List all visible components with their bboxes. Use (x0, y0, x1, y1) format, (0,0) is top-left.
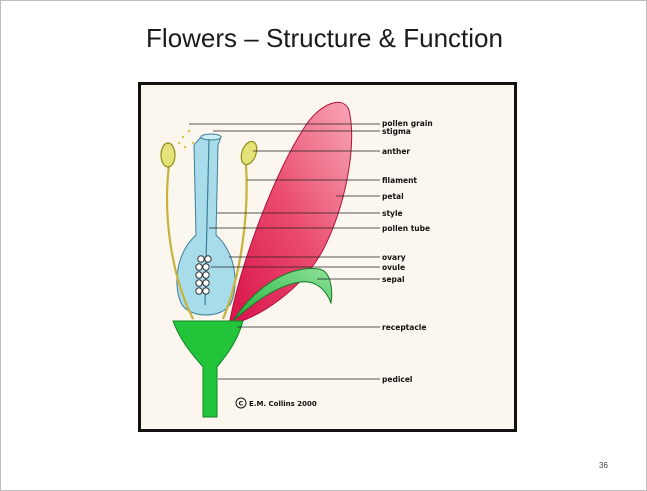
label-filament: filament (382, 176, 417, 185)
pollen-grains (178, 130, 194, 149)
flower-diagram-svg: pollen grain stigma anther filament peta… (141, 85, 514, 429)
label-petal: petal (382, 192, 404, 201)
label-sepal: sepal (382, 275, 405, 284)
anther-left (161, 143, 175, 167)
label-pedicel: pedicel (382, 375, 413, 384)
label-pollen-tube: pollen tube (382, 224, 430, 233)
label-ovary: ovary (382, 253, 406, 262)
label-style: style (382, 209, 403, 218)
label-stigma: stigma (382, 127, 411, 136)
receptacle-shape (173, 321, 243, 417)
anther-right (238, 139, 259, 166)
label-ovule: ovule (382, 263, 405, 272)
page-number: 36 (599, 461, 608, 470)
copyright-symbol: C (239, 400, 244, 408)
slide-title: Flowers – Structure & Function (1, 23, 647, 54)
petal-shape (229, 102, 352, 325)
label-receptacle: receptacle (382, 323, 426, 332)
label-anther: anther (382, 147, 410, 156)
stigma-top (201, 134, 221, 140)
flower-diagram: pollen grain stigma anther filament peta… (138, 82, 517, 432)
copyright-text: E.M. Collins 2000 (249, 400, 317, 408)
